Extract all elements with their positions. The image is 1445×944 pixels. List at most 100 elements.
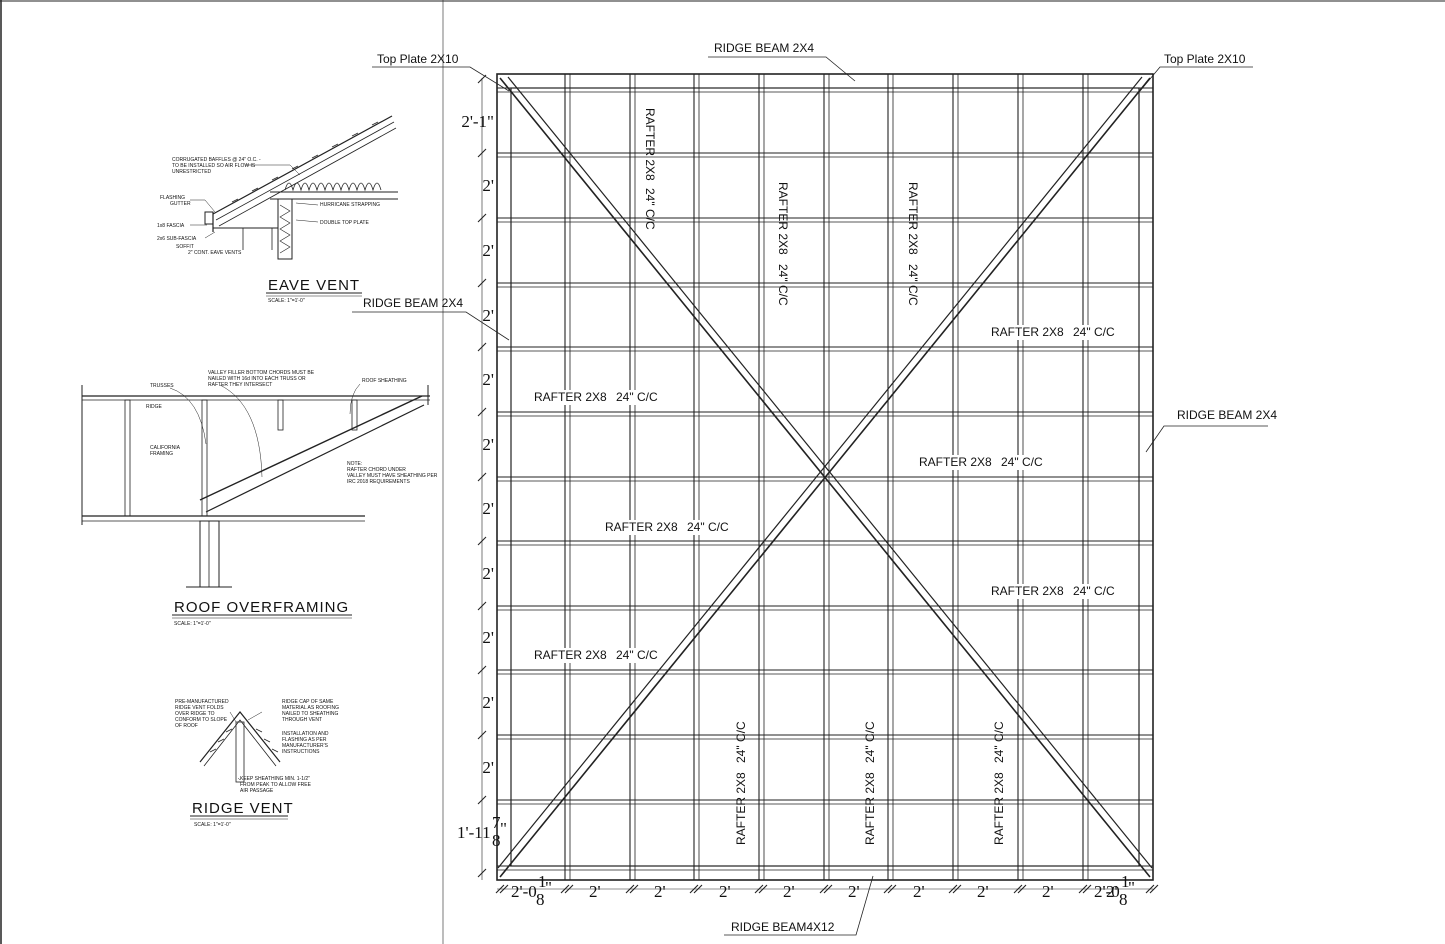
- rafter-label: RAFTER 2X8: [605, 520, 678, 534]
- joist-line: [497, 540, 1153, 546]
- spacing-label: 24" C/C: [906, 264, 920, 306]
- dimension-tick: [689, 884, 699, 894]
- spacing-label: 24" C/C: [616, 390, 658, 404]
- dimension-tick: [477, 536, 487, 546]
- horizontal-joists: [497, 87, 1153, 871]
- roof-overframing-title: ROOF OVERFRAMING: [174, 599, 349, 616]
- rafter-label: RAFTER 2X8: [863, 772, 877, 845]
- ridge-note-install: INSTALLATION AND: [282, 731, 329, 737]
- ridge-note-keep: AIR PASSAGE: [240, 788, 274, 794]
- overframing-note-sheathing: ROOF SHEATHING: [362, 378, 407, 384]
- bottom-dimension-label: 2': [848, 882, 860, 901]
- bottom-dimension-label: 2'-0: [1094, 882, 1120, 901]
- left-dimension-label: 2': [482, 758, 494, 777]
- dimension-tick: [477, 665, 487, 675]
- rafter-line: [1082, 74, 1089, 880]
- spacing-label: 24" C/C: [1073, 584, 1115, 598]
- dimension-tick: [477, 278, 487, 288]
- overframing-note: RAFTER CHORD UNDER: [347, 467, 406, 473]
- roof-overframing-detail: VALLEY FILLER BOTTOM CHORDS MUST BE NAIL…: [81, 370, 438, 627]
- dimension-fraction-den: 8: [536, 890, 545, 909]
- dimension-tick: [1078, 884, 1088, 894]
- dimension-fraction-num: 1: [1121, 872, 1130, 891]
- ridge-note-pre: PRE-MANUFACTURED: [175, 699, 229, 705]
- dimension-tick: [1013, 884, 1023, 894]
- rafter-line: [887, 74, 894, 880]
- eave-note-subfascia: 2x6 SUB-FASCIA: [157, 236, 197, 242]
- dimension-tick: [564, 884, 574, 894]
- ridge-vent-title: RIDGE VENT: [192, 800, 294, 817]
- spacing-label: 24" C/C: [687, 520, 729, 534]
- eave-note-soffit: SOFFIT: [176, 244, 194, 250]
- bottom-dimension-label: 2': [977, 882, 989, 901]
- bottom-dimension-label: 2': [783, 882, 795, 901]
- bottom-dimension-label: 2': [654, 882, 666, 901]
- overframing-note-california: FRAMING: [150, 451, 173, 457]
- rafter-label: RAFTER 2X8: [991, 325, 1064, 339]
- eave-vent-title: EAVE VENT: [268, 277, 360, 294]
- dimension-tick: [477, 74, 487, 84]
- dimension-tick: [754, 884, 764, 894]
- dimension-tick: [1082, 884, 1092, 894]
- dimension-tick: [560, 884, 570, 894]
- overframing-note-california: CALIFORNIA: [150, 445, 181, 451]
- dimension-fraction-den: 8: [1119, 890, 1128, 909]
- rafter-line: [564, 74, 571, 880]
- top-plate-right-label: Top Plate 2X10: [1164, 52, 1246, 66]
- ridge-note-cap: NAILED TO SHEATHING: [282, 711, 339, 717]
- overframing-note-ridge: RIDGE: [146, 404, 163, 410]
- joist-line: [497, 152, 1153, 158]
- dimension-tick: [952, 884, 962, 894]
- bottom-dimension-label: 2': [1042, 882, 1054, 901]
- dimension-fraction-suffix: ": [1128, 878, 1135, 897]
- dimension-fraction-suffix: ": [545, 878, 552, 897]
- rafter-labels-vertical: RAFTER 2X8 24" C/C RAFTER 2X8 24" C/C RA…: [643, 108, 1006, 845]
- rafter-line: [1017, 74, 1024, 880]
- vertical-rafters: [564, 74, 1089, 880]
- dimension-tick: [883, 884, 893, 894]
- rafter-label: RAFTER 2X8: [906, 182, 920, 255]
- joist-line: [497, 734, 1153, 740]
- eave-note-fascia: 1x8 FASCIA: [157, 223, 185, 229]
- rafter-line: [758, 74, 765, 880]
- dimension-fraction-den: 8: [492, 831, 501, 850]
- roof-overframing-scale: SCALE: 1"=1'-0": [174, 621, 211, 627]
- rafter-label: RAFTER 2X8: [534, 390, 607, 404]
- dimension-tick: [758, 884, 768, 894]
- dimension-tick: [495, 884, 505, 894]
- rafter-label: RAFTER 2X8: [734, 772, 748, 845]
- dimension-fraction-num: 7: [492, 813, 501, 832]
- joist-line: [497, 411, 1153, 417]
- left-dimension-label: 2': [482, 435, 494, 454]
- ridge-note-install: INSTRUCTIONS: [282, 749, 320, 755]
- dimension-tick: [477, 601, 487, 611]
- ridge-note-cap: THROUGH VENT: [282, 717, 322, 723]
- rafter-label: RAFTER 2X8: [776, 182, 790, 255]
- hip-lines: [497, 76, 1153, 878]
- bottom-dimension-label: 2'-0: [511, 882, 537, 901]
- left-dimension-label: 2'-1": [461, 112, 494, 131]
- ridge-beam-top-label: RIDGE BEAM 2X4: [714, 41, 814, 55]
- eave-note-gutter: GUTTER: [170, 201, 191, 207]
- dimension-tick: [693, 884, 703, 894]
- dimension-fraction-suffix: ": [500, 819, 507, 838]
- left-dimension-label: 2': [482, 370, 494, 389]
- ridge-note-keep: KEEP SHEATHING MIN. 1-1/2": [240, 776, 310, 782]
- spacing-label: 24" C/C: [992, 721, 1006, 763]
- bottom-dimension-label: 2': [589, 882, 601, 901]
- top-plate-frame: [496, 73, 1154, 881]
- dimension-tick: [477, 795, 487, 805]
- left-dimension-label: 2': [482, 564, 494, 583]
- overframing-note-valley: RAFTER THEY INTERSECT: [208, 382, 272, 388]
- bottom-dimension-label: 2': [719, 882, 731, 901]
- eave-vent-scale: SCALE: 1"=1'-0": [268, 298, 305, 304]
- rafter-label: RAFTER 2X8: [534, 648, 607, 662]
- ridge-note-pre: OF ROOF: [175, 723, 198, 729]
- dimension-tick: [499, 884, 509, 894]
- ridge-note-install: FLASHING AS PER: [282, 737, 327, 743]
- spacing-label: 24" C/C: [734, 721, 748, 763]
- overframing-note: VALLEY MUST HAVE SHEATHING PER: [347, 473, 438, 479]
